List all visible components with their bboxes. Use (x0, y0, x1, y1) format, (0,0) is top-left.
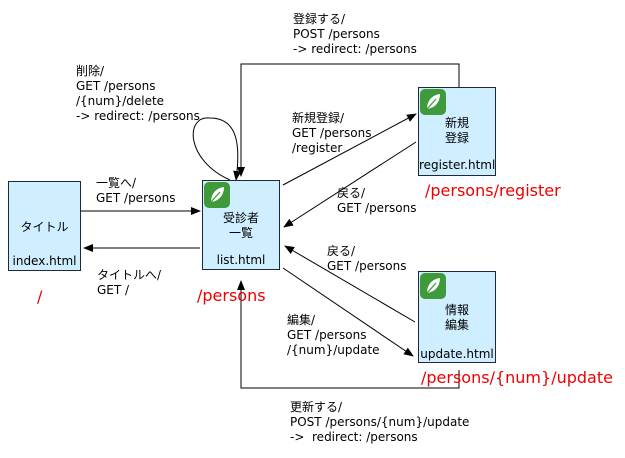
node-list-file: list.html (216, 253, 266, 267)
label-delete-loop: 削除/ GET /persons /{num}/delete -> redire… (76, 64, 200, 123)
leaf-icon (204, 182, 230, 208)
label-update-back: 戻る/ GET /persons (327, 244, 407, 273)
edge-register-post (237, 63, 460, 177)
node-update-file: update.html (420, 347, 494, 361)
edge-list-to-register (282, 113, 417, 186)
label-list-to-register: 新規登録/ GET /persons /register (292, 111, 372, 155)
node-index: タイトル index.html (8, 181, 81, 271)
node-index-title: タイトル (20, 220, 69, 234)
node-list-path: /persons (197, 286, 266, 305)
node-update-title: 情報 編集 (444, 303, 469, 332)
label-list-to-update: 編集/ GET /persons /{num}/update (287, 313, 380, 357)
edge-register-back (283, 141, 417, 228)
edge-update-post (237, 280, 460, 389)
node-list-title: 受診者 一覧 (222, 211, 259, 240)
edge-list-to-update (282, 267, 414, 357)
edge-delete-loop (192, 117, 242, 181)
node-update-path: /persons/{num}/update (421, 368, 613, 387)
label-update-post: 更新する/ POST /persons/{num}/update -> redi… (290, 400, 470, 444)
node-register-path: /persons/register (425, 181, 561, 200)
label-register-back: 戻る/ GET /persons (337, 186, 417, 215)
label-index-to-list: 一覧へ/ GET /persons (96, 176, 176, 205)
node-index-path: / (37, 287, 43, 306)
leaf-icon (420, 273, 446, 299)
node-register-file: register.html (419, 158, 496, 172)
node-register-title: 新規 登録 (444, 116, 469, 145)
edge-update-back (284, 245, 416, 323)
leaf-icon (420, 89, 446, 115)
node-list: 受診者 一覧 list.html (202, 180, 280, 270)
label-list-to-index: タイトルへ/ GET / (97, 268, 162, 297)
label-register-post: 登録する/ POST /persons -> redirect: /person… (293, 12, 417, 56)
node-index-file: index.html (12, 254, 77, 268)
